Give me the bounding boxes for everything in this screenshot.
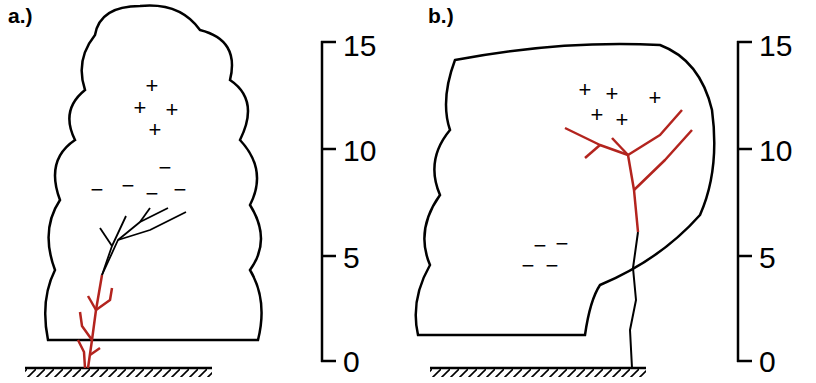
scale-number: 5 <box>759 242 776 274</box>
charge-sign: + <box>134 99 147 117</box>
charge-sign: − <box>546 257 559 275</box>
lightning-red <box>78 275 112 368</box>
charge-sign: − <box>522 257 535 275</box>
charge-sign: − <box>159 159 172 177</box>
charge-sign: − <box>174 181 187 199</box>
ground-hatch <box>25 369 212 377</box>
charge-sign: − <box>91 181 104 199</box>
scale-number: 10 <box>343 135 376 167</box>
charge-sign: + <box>591 106 604 124</box>
charge-sign: − <box>146 185 159 203</box>
charge-sign: + <box>149 121 162 139</box>
panel-label: a.) <box>8 4 33 28</box>
height-scale <box>737 41 752 362</box>
ground-line <box>25 367 212 370</box>
charge-sign: + <box>616 111 629 129</box>
charge-sign: + <box>606 85 619 103</box>
lightning-black <box>100 208 186 275</box>
scale-number: 15 <box>343 30 376 62</box>
lightning-red <box>565 110 692 232</box>
scale-number: 15 <box>759 30 792 62</box>
charge-sign: − <box>122 177 135 195</box>
scale-number: 0 <box>759 346 776 378</box>
panel-label: b.) <box>428 4 454 28</box>
cloud-outline <box>416 44 715 335</box>
scale-number: 10 <box>759 135 792 167</box>
lightning-black <box>630 232 638 368</box>
charge-sign: + <box>649 89 662 107</box>
scale-number: 0 <box>343 346 360 378</box>
charge-sign: + <box>166 101 179 119</box>
cloud-outline <box>45 6 261 341</box>
height-scale <box>321 41 336 362</box>
ground-line <box>430 367 646 370</box>
scale-number: 5 <box>343 242 360 274</box>
charge-sign: + <box>146 77 159 95</box>
ground-hatch <box>430 369 646 377</box>
charge-sign: + <box>579 81 592 99</box>
charge-sign: − <box>534 237 547 255</box>
charge-sign: − <box>556 235 569 253</box>
